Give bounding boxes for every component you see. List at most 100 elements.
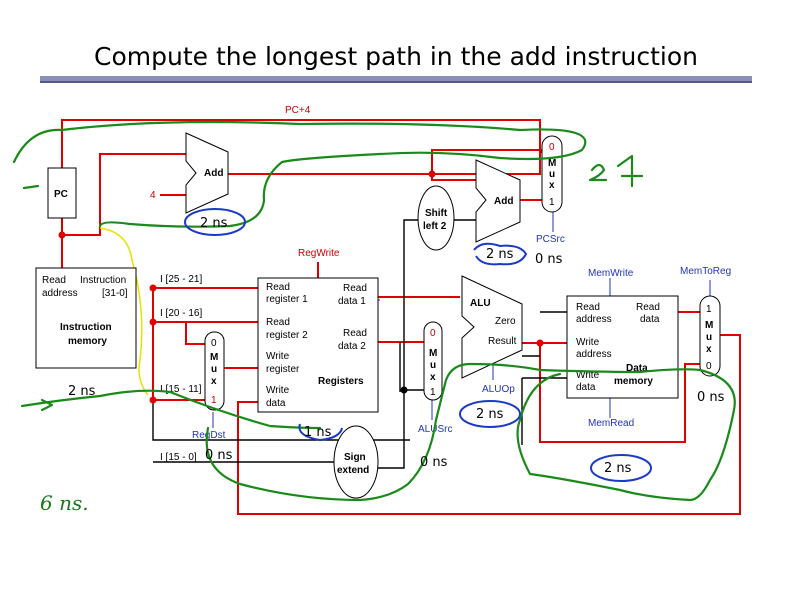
svg-text:Read: Read: [636, 302, 660, 313]
field-rs: I [25 - 21]: [160, 274, 202, 285]
svg-text:0: 0: [549, 142, 555, 153]
memtoreg-label: MemToReg: [680, 266, 731, 277]
svg-text:data 2: data 2: [338, 341, 366, 352]
svg-text:Sign: Sign: [344, 452, 366, 463]
svg-text:ALU: ALU: [470, 298, 491, 309]
svg-text:x: x: [549, 180, 555, 191]
svg-text:register: register: [266, 364, 300, 375]
pc-label: PC: [54, 189, 68, 200]
alu: ALU Zero Result: [461, 275, 523, 379]
svg-text:u: u: [211, 364, 217, 375]
delay-add1: 2 ns: [200, 216, 228, 231]
svg-text:Data: Data: [626, 363, 648, 374]
pc-register: PC: [47, 167, 77, 219]
svg-text:data: data: [640, 314, 660, 325]
memread-label: MemRead: [588, 418, 634, 429]
svg-text:memory: memory: [614, 376, 653, 387]
svg-text:data 1: data 1: [338, 296, 366, 307]
delay-regdst: 0 ns: [205, 448, 233, 463]
regdst-mux: 0 M u x 1: [204, 331, 225, 411]
svg-text:Registers: Registers: [318, 376, 364, 387]
svg-text:1: 1: [549, 197, 555, 208]
register-file: Read register 1 Read register 2 Write re…: [257, 277, 379, 413]
pc-mux: 0 M u x 1: [541, 135, 563, 213]
svg-text:register 2: register 2: [266, 330, 308, 341]
hand-drawn-critical-path: [12, 120, 736, 502]
svg-text:memory: memory: [68, 336, 107, 347]
svg-text:0: 0: [211, 338, 217, 349]
delay-alu: 2 ns: [476, 407, 504, 422]
svg-text:Shift: Shift: [425, 208, 448, 219]
svg-text:u: u: [549, 169, 555, 180]
sign-extend: Sign extend: [333, 425, 379, 499]
regdst-label: RegDst: [192, 430, 226, 441]
title-underline: [40, 76, 752, 83]
svg-text:address: address: [42, 288, 78, 299]
svg-text:1: 1: [706, 304, 712, 315]
svg-text:Read: Read: [42, 275, 66, 286]
svg-text:Instruction: Instruction: [80, 275, 126, 286]
svg-text:M: M: [548, 158, 556, 169]
blue-annotations: [184, 208, 652, 482]
svg-text:Zero: Zero: [495, 316, 516, 327]
svg-text:M: M: [429, 348, 437, 359]
svg-text:Result: Result: [488, 336, 517, 347]
field-rd: I [15 - 11]: [160, 384, 202, 395]
svg-text:left 2: left 2: [423, 221, 447, 232]
svg-text:M: M: [210, 352, 218, 363]
delay-regfile: 1 ns: [304, 425, 332, 440]
svg-text:Write: Write: [266, 351, 290, 362]
alusrc-mux: 0 M u x 1: [423, 321, 443, 401]
svg-text:M: M: [705, 320, 713, 331]
shift-left-2: Shift left 2: [417, 185, 455, 251]
svg-text:Write: Write: [576, 337, 600, 348]
svg-text:register 1: register 1: [266, 294, 308, 305]
svg-text:address: address: [576, 349, 612, 360]
svg-text:data: data: [576, 382, 596, 393]
svg-text:Read: Read: [266, 282, 290, 293]
data-memory: Read address Read data Write address Wri…: [566, 295, 679, 399]
svg-text:0: 0: [430, 328, 436, 339]
field-imm: I [15 - 0]: [160, 452, 197, 463]
svg-text:u: u: [430, 360, 436, 371]
svg-text:Write: Write: [266, 385, 290, 396]
svg-text:[31-0]: [31-0]: [102, 288, 128, 299]
svg-text:extend: extend: [337, 465, 369, 476]
delay-alusrc: 0 ns: [420, 455, 448, 470]
svg-text:Instruction: Instruction: [60, 322, 112, 333]
svg-text:x: x: [211, 376, 217, 387]
branch-adder: Add: [475, 159, 521, 243]
svg-text:Read: Read: [343, 328, 367, 339]
slide-title: Compute the longest path in the add inst…: [94, 42, 698, 71]
svg-text:Add: Add: [204, 168, 223, 179]
delay-imem: 2 ns: [68, 384, 96, 399]
svg-text:0: 0: [706, 361, 712, 372]
pc-adder: Add: [185, 132, 229, 214]
delay-pcmux: 0 ns: [535, 252, 563, 267]
svg-text:Read: Read: [343, 283, 367, 294]
field-rt: I [20 - 16]: [160, 308, 202, 319]
svg-text:Read: Read: [576, 302, 600, 313]
svg-text:x: x: [706, 344, 712, 355]
delay-dmem: 2 ns: [604, 461, 632, 476]
total-delay: 6 ns.: [40, 491, 89, 515]
aluop-label: ALUOp: [482, 384, 515, 395]
svg-text:Write: Write: [576, 370, 600, 381]
svg-text:Add: Add: [494, 196, 513, 207]
memwrite-label: MemWrite: [588, 268, 634, 279]
constant-four: 4: [150, 190, 156, 201]
svg-text:address: address: [576, 314, 612, 325]
pcsrc-label: PCSrc: [536, 234, 565, 245]
svg-text:data: data: [266, 398, 286, 409]
svg-text:1: 1: [430, 387, 436, 398]
svg-text:1: 1: [211, 395, 217, 406]
pc-plus4-label: PC+4: [285, 105, 311, 116]
delay-add2: 2 ns: [486, 247, 514, 262]
delay-memtoreg: 0 ns: [697, 390, 725, 405]
svg-text:x: x: [430, 372, 436, 383]
instruction-memory: Read Instruction address [31-0] Instruct…: [35, 267, 137, 369]
svg-text:Read: Read: [266, 317, 290, 328]
memtoreg-mux: 1 M u x 0: [699, 295, 721, 377]
regwrite-label: RegWrite: [298, 248, 340, 259]
